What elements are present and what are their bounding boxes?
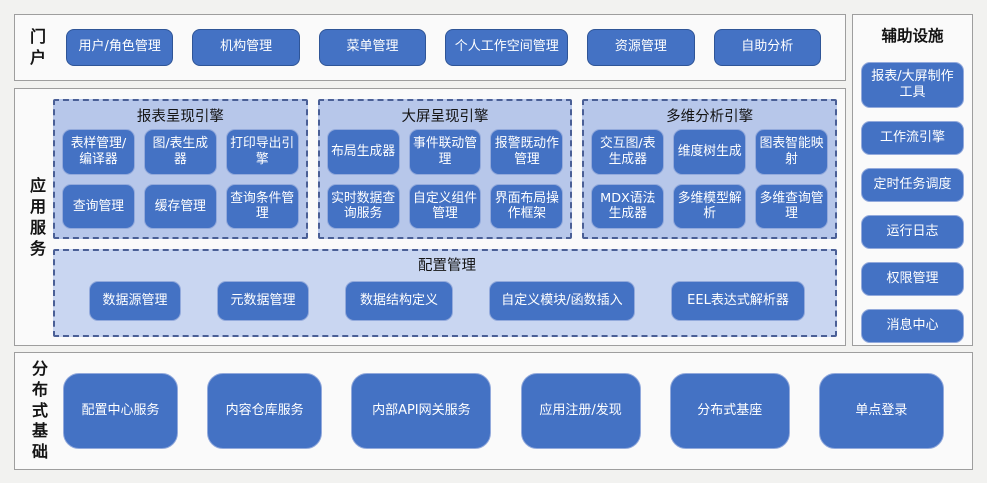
bigscreen-rendering-engine-box: 大屏呈现引擎 布局生成器 事件联动管理 报警既动作管理 实时数据查询服务 自定义… [317,99,573,240]
node-event-linkage-management: 事件联动管理 [408,129,482,175]
node-personal-workspace-management: 个人工作空间管理 [445,29,569,66]
node-multidim-query-management: 多维查询管理 [755,183,829,230]
multidim-analysis-engine-title: 多维分析引擎 [666,109,754,125]
report-rendering-engine-grid: 表样管理/编译器 图/表生成器 打印导出引擎 查询管理 缓存管理 查询条件管理 [62,129,299,230]
node-realtime-data-query-service: 实时数据查询服务 [326,183,400,230]
node-cache-management: 缓存管理 [143,183,217,230]
bigscreen-rendering-engine-title: 大屏呈现引擎 [401,109,489,125]
node-message-center: 消息中心 [861,309,964,343]
node-print-export-engine: 打印导出引擎 [225,129,299,175]
application-services-label-wrap: 应用服务 [29,99,47,337]
node-eel-expression-parser: EEL表达式解析器 [671,281,805,322]
multidim-analysis-engine-box: 多维分析引擎 交互图/表生成器 维度树生成 图表智能映射 MDX语法生成器 多维… [582,99,838,240]
node-custom-module-function-insert: 自定义模块/函数插入 [489,281,635,322]
node-alarm-action-management: 报警既动作管理 [490,129,564,175]
auxiliary-facilities-title: 辅助设施 [881,27,944,45]
node-chart-table-generator: 图/表生成器 [143,129,217,175]
node-user-role-management: 用户/角色管理 [66,29,174,66]
node-run-log: 运行日志 [861,215,964,249]
node-content-repository-service: 内容仓库服务 [207,373,323,449]
distributed-foundation-panel: 分布式基础 配置中心服务 内容仓库服务 内部API网关服务 应用注册/发现 分布… [14,352,973,470]
application-services-label: 应用服务 [29,176,46,258]
auxiliary-facilities-panel: 辅助设施 报表/大屏制作工具 工作流引擎 定时任务调度 运行日志 权限管理 消息… [852,14,973,346]
node-metadata-management: 元数据管理 [217,281,309,322]
configuration-management-title: 配置管理 [418,258,476,275]
node-config-center-service: 配置中心服务 [63,373,178,449]
report-rendering-engine-box: 报表呈现引擎 表样管理/编译器 图/表生成器 打印导出引擎 查询管理 缓存管理 … [53,99,308,240]
application-services-panel: 应用服务 报表呈现引擎 表样管理/编译器 图/表生成器 打印导出引擎 查询管理 … [14,88,846,346]
configuration-management-box: 配置管理 数据源管理 元数据管理 数据结构定义 自定义模块/函数插入 EEL表达… [53,249,837,337]
node-custom-component-management: 自定义组件管理 [408,183,482,230]
node-permission-management: 权限管理 [861,262,964,296]
distributed-foundation-label: 分布式基础 [31,359,48,462]
node-app-registration-discovery: 应用注册/发现 [520,373,641,449]
distributed-foundation-row: 配置中心服务 内容仓库服务 内部API网关服务 应用注册/发现 分布式基座 单点… [63,373,944,449]
node-distributed-base: 分布式基座 [669,373,790,449]
node-organization-management: 机构管理 [192,29,300,66]
engine-row: 报表呈现引擎 表样管理/编译器 图/表生成器 打印导出引擎 查询管理 缓存管理 … [53,99,838,240]
portal-panel: 门户 用户/角色管理 机构管理 菜单管理 个人工作空间管理 资源管理 自助分析 [14,14,846,81]
node-workflow-engine: 工作流引擎 [861,121,964,155]
node-mdx-syntax-generator: MDX语法生成器 [591,183,665,230]
application-services-content: 报表呈现引擎 表样管理/编译器 图/表生成器 打印导出引擎 查询管理 缓存管理 … [53,99,838,337]
node-chart-smart-mapping: 图表智能映射 [755,129,829,175]
node-data-structure-definition: 数据结构定义 [345,281,453,322]
multidim-analysis-engine-grid: 交互图/表生成器 维度树生成 图表智能映射 MDX语法生成器 多维模型解析 多维… [591,129,829,230]
node-datasource-management: 数据源管理 [89,281,181,322]
node-query-management: 查询管理 [62,183,135,230]
node-scheduled-task-scheduling: 定时任务调度 [861,168,964,202]
bigscreen-rendering-engine-grid: 布局生成器 事件联动管理 报警既动作管理 实时数据查询服务 自定义组件管理 界面… [326,129,564,230]
portal-label: 门户 [29,26,46,67]
report-rendering-engine-title: 报表呈现引擎 [136,109,224,125]
node-multidim-model-parsing: 多维模型解析 [673,183,747,230]
configuration-management-row: 数据源管理 元数据管理 数据结构定义 自定义模块/函数插入 EEL表达式解析器 [89,277,805,325]
node-single-sign-on: 单点登录 [818,373,944,449]
node-resource-management: 资源管理 [587,29,695,66]
node-report-bigscreen-maker-tool: 报表/大屏制作工具 [861,62,964,108]
node-menu-management: 菜单管理 [318,29,427,66]
node-ui-layout-operation-framework: 界面布局操作框架 [490,183,564,230]
node-dimension-tree-generation: 维度树生成 [673,129,747,175]
node-report-style-management-compiler: 表样管理/编译器 [62,129,135,175]
node-internal-api-gateway-service: 内部API网关服务 [351,373,492,449]
node-query-condition-management: 查询条件管理 [225,183,299,230]
node-layout-generator: 布局生成器 [326,129,400,175]
node-self-service-analysis: 自助分析 [713,29,822,66]
node-interactive-chart-table-generator: 交互图/表生成器 [591,129,665,175]
